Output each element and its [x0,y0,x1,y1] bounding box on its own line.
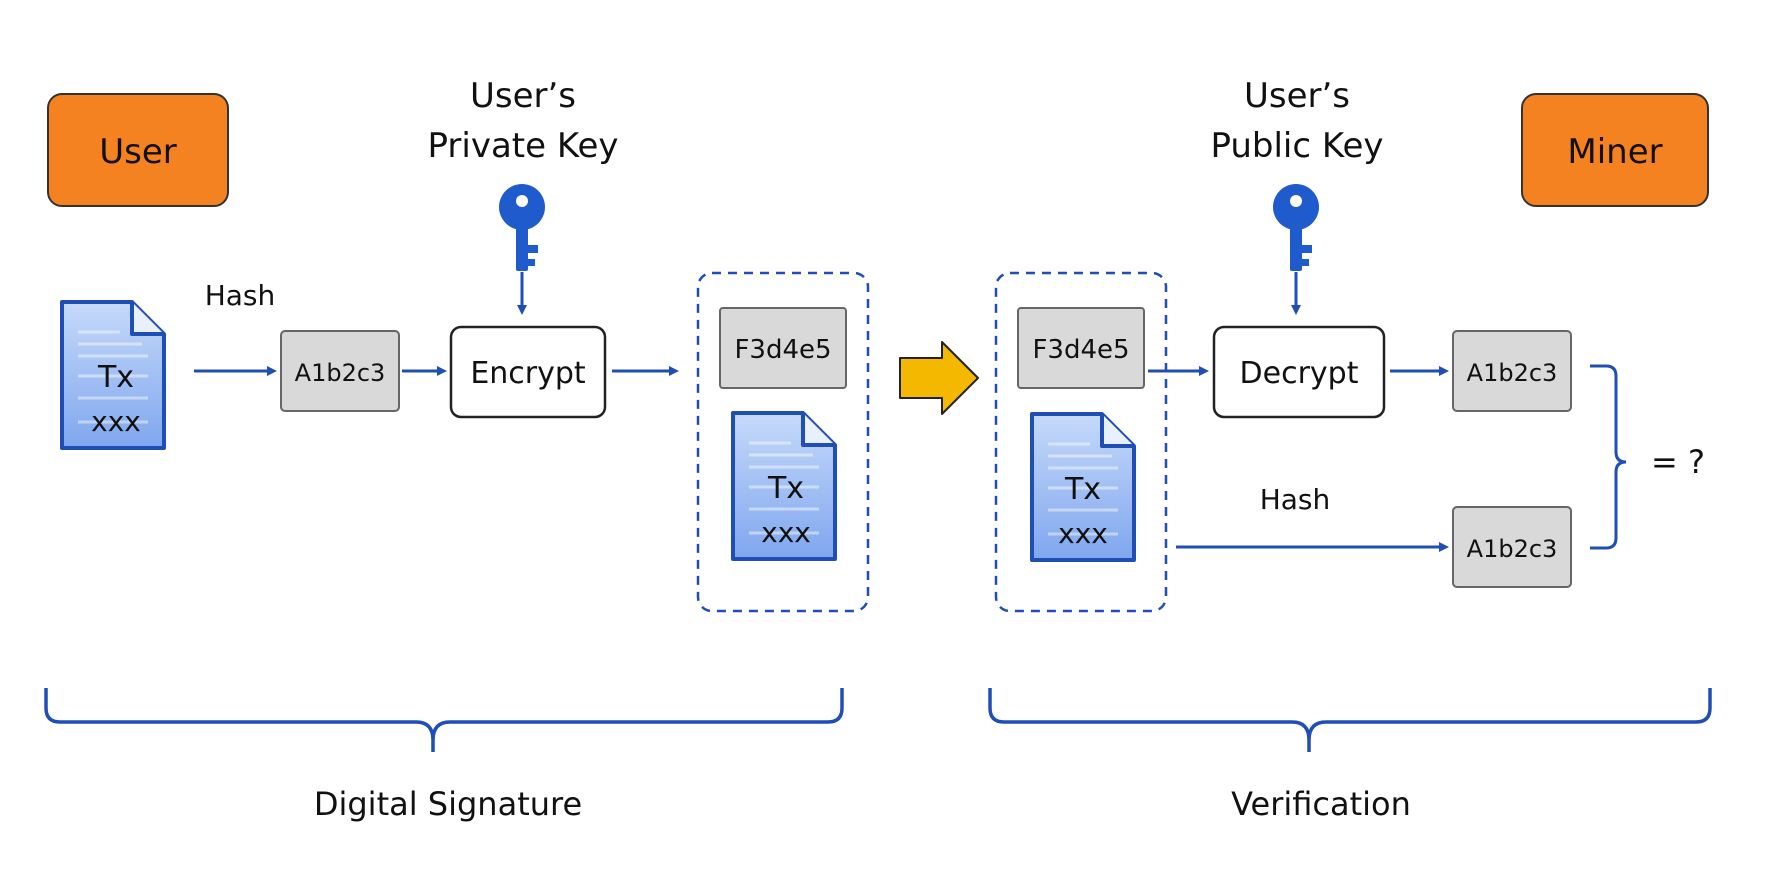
user-actor: User [47,93,229,207]
verification-brace [988,688,1712,752]
private-key-title-line1: User’s [470,76,576,116]
verify-hash-label: Hash [1260,483,1331,516]
hash-value-box: A1b2c3 [280,330,400,412]
private-key-title-line2: Private Key [428,126,619,166]
transfer-arrow [899,341,979,415]
received-signature-value: F3d4e5 [1032,335,1129,365]
miner-label: Miner [1567,132,1662,172]
signature-value: F3d4e5 [734,335,831,365]
received-document-line2: xxx [1058,517,1108,550]
signed-packet: F3d4e5 Tx xxx [696,271,870,613]
tx-document-line2: xxx [91,405,141,438]
decrypt-box: Decrypt [1212,325,1386,419]
public-key-title-line1: User’s [1244,76,1350,116]
received-packet: F3d4e5 Tx xxx [994,271,1168,613]
verification-label: Verification [1231,785,1411,823]
computed-hash-box: A1b2c3 [1452,506,1572,588]
received-document-line1: Tx [1064,472,1101,507]
decrypted-hash-value: A1b2c3 [1467,359,1558,387]
encrypt-label: Encrypt [470,356,586,391]
hash-value: A1b2c3 [295,359,386,387]
digital-signature-label: Digital Signature [314,785,582,823]
packet-document-line2: xxx [761,516,811,549]
public-key-title-line2: Public Key [1210,126,1383,166]
computed-hash-value: A1b2c3 [1467,535,1558,563]
encrypt-box: Encrypt [449,325,607,419]
decrypt-label: Decrypt [1240,356,1359,391]
key-icon [499,184,545,271]
tx-document-line1: Tx [97,360,134,395]
user-label: User [99,132,177,172]
miner-actor: Miner [1521,93,1709,207]
hash-label: Hash [205,279,276,312]
packet-document-line1: Tx [767,471,804,506]
compare-label: = ? [1651,443,1705,481]
decrypted-hash-box: A1b2c3 [1452,330,1572,412]
key-icon [1273,184,1319,271]
tx-document: Tx xxx [60,300,166,450]
compare-brace [1590,364,1627,550]
digital-signature-brace [44,688,844,752]
